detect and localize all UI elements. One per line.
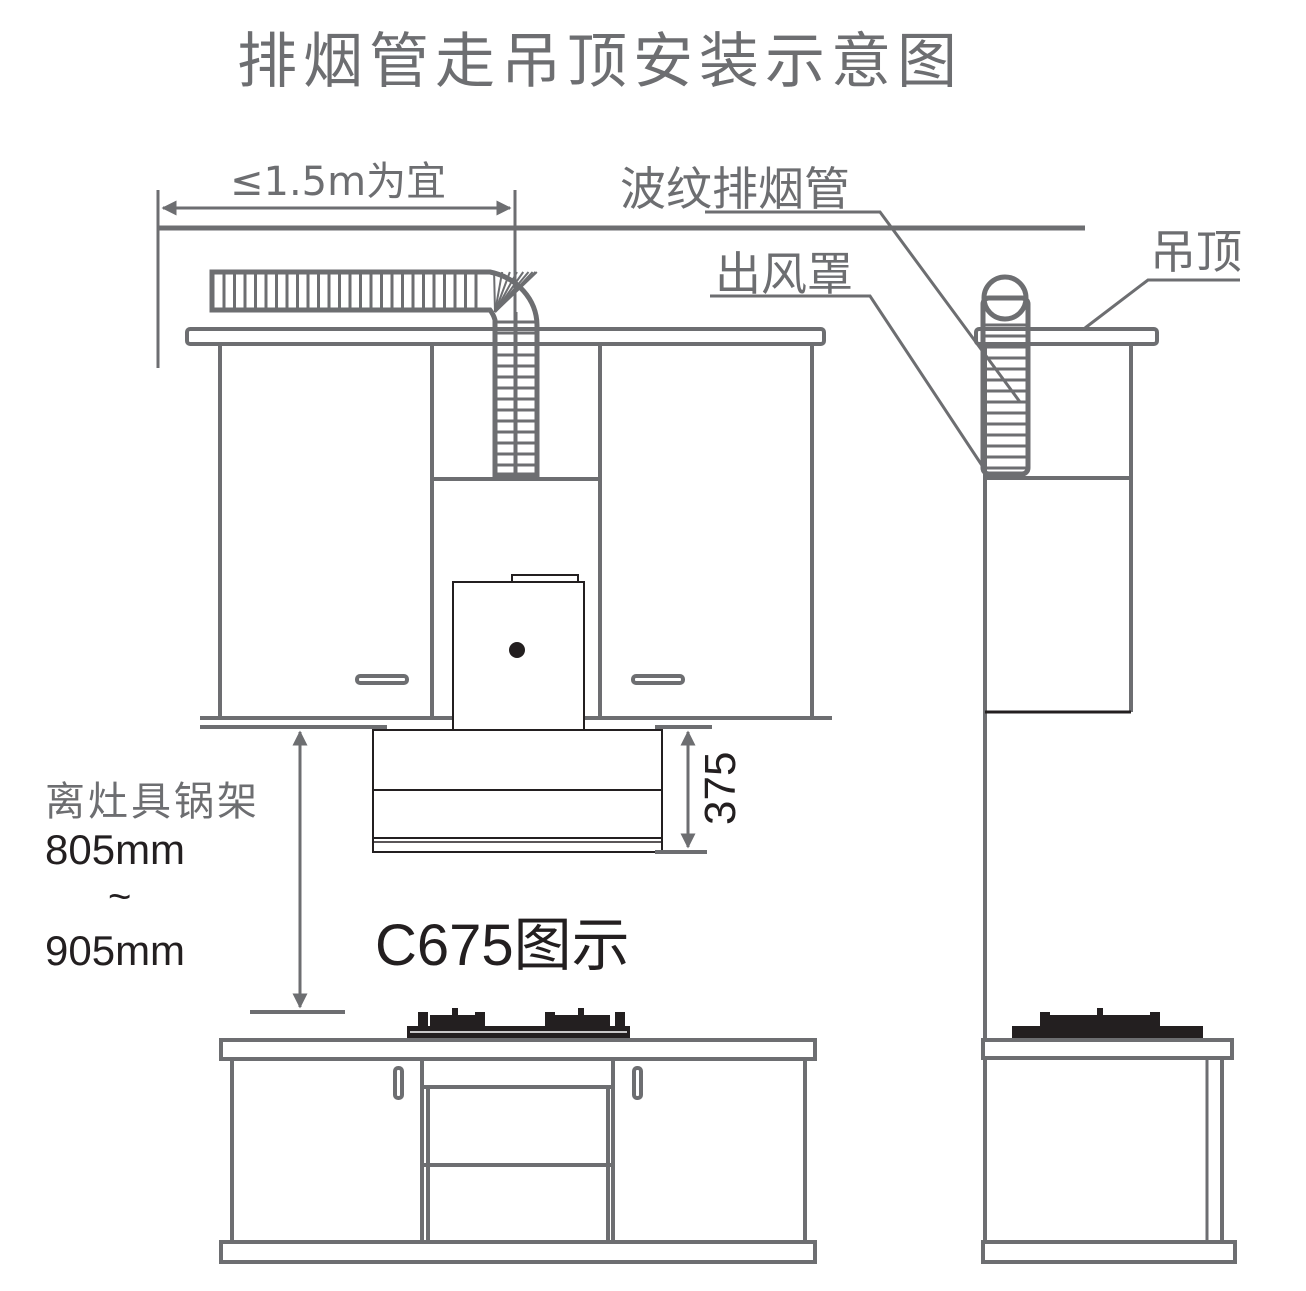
lower-cabinets xyxy=(219,1038,817,1264)
height-dimension: 离灶具锅架 805mm ~ 905mm xyxy=(45,725,387,1014)
callout-ceiling: 吊顶 xyxy=(1084,225,1242,330)
duct-rib xyxy=(494,271,504,313)
svg-text:吊顶: 吊顶 xyxy=(1150,225,1242,279)
side-duct-icon xyxy=(980,274,1031,477)
range-hood xyxy=(372,574,663,853)
callout-outlet-cover: 出风罩 xyxy=(710,247,987,471)
duct-rib xyxy=(494,271,538,313)
diagram-title: 排烟管走吊顶安装示意图 xyxy=(237,27,963,97)
svg-text:375: 375 xyxy=(696,752,745,825)
upper-cabinets xyxy=(185,327,832,720)
svg-text:波纹排烟管: 波纹排烟管 xyxy=(620,162,850,216)
width-dimension: ≤1.5m为宜 xyxy=(156,159,517,480)
svg-text:905mm: 905mm xyxy=(45,927,185,974)
svg-text:~: ~ xyxy=(108,875,131,919)
gas-stove-icon xyxy=(1012,1008,1203,1038)
cabinet-handle-icon xyxy=(631,674,685,685)
gas-stove-icon xyxy=(407,1008,630,1038)
cabinet-handle-icon xyxy=(632,1066,643,1100)
hood-depth-dimension: 375 xyxy=(655,725,745,854)
callout-corrugated-duct: 波纹排烟管 xyxy=(620,162,1022,403)
power-button-icon xyxy=(509,642,525,658)
model-caption: C675图示 xyxy=(375,913,630,978)
duct-rib xyxy=(494,271,511,313)
svg-text:出风罩: 出风罩 xyxy=(715,247,853,301)
duct-rib xyxy=(493,271,496,313)
cabinet-handle-icon xyxy=(393,1066,404,1100)
side-view xyxy=(974,274,1237,1264)
cabinet-handle-icon xyxy=(355,674,409,685)
svg-text:805mm: 805mm xyxy=(45,826,185,873)
corrugated-duct-icon xyxy=(209,269,540,478)
svg-text:离灶具锅架: 离灶具锅架 xyxy=(45,779,260,825)
max-length-label: ≤1.5m为宜 xyxy=(230,159,446,205)
